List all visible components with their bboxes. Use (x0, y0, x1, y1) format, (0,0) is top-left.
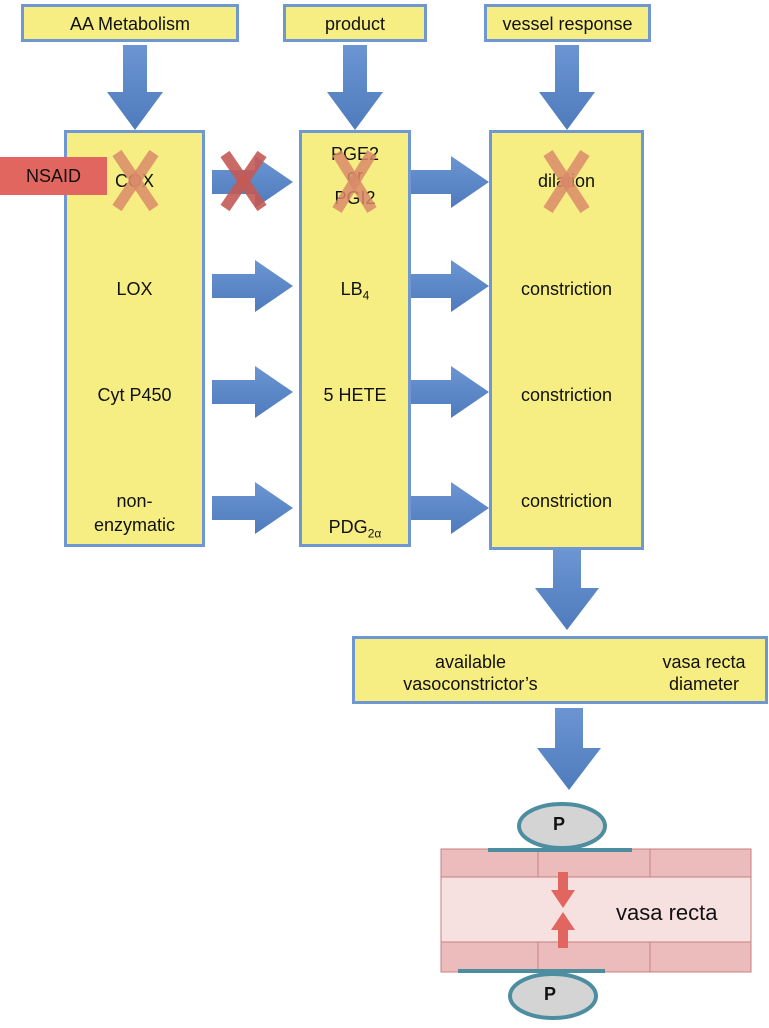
column-vessel-response: dilation constriction constriction const… (489, 130, 644, 550)
right-arrow-pge (411, 156, 489, 208)
header-vessel-response: vessel response (484, 4, 651, 42)
right-arrow-cox (212, 156, 293, 208)
compress-arrow-down (551, 872, 575, 908)
right-arrow-cyt (212, 366, 293, 418)
cross-icon-arrow (220, 150, 267, 212)
product-lb4: LB4 (302, 277, 408, 303)
nsaid-inhibitor-label: NSAID (0, 157, 107, 195)
enzyme-lox: LOX (116, 279, 153, 299)
vasa-recta-vessel (440, 848, 752, 973)
cross-icon-dilation (543, 150, 590, 213)
response-constriction-cyt: constriction (520, 385, 613, 405)
right-arrow-lb4 (411, 260, 489, 312)
down-arrow-product (327, 45, 383, 130)
product-lb4-main: LB (340, 279, 363, 299)
pressure-ellipse-bottom (508, 972, 598, 1020)
pressure-ellipse-top (517, 802, 607, 850)
product-pdg-main: PDG (328, 517, 368, 537)
pressure-label-top: P (553, 814, 566, 834)
enzyme-non-line1: non- (116, 491, 153, 511)
summary-vasa-recta-diameter: vasa recta diameter (662, 652, 746, 694)
right-arrow-pdg (411, 482, 489, 534)
down-arrow-metabolism (107, 45, 163, 130)
vasa-recta-label: vasa recta (616, 900, 718, 925)
right-arrow-lox (212, 260, 293, 312)
response-constriction-nonenz: constriction (520, 491, 613, 511)
right-arrow-hete (411, 366, 489, 418)
enzyme-non-line2: enzymatic (93, 515, 176, 535)
right-arrow-nonenz (212, 482, 293, 534)
pressure-label-bottom: P (544, 984, 557, 1004)
product-pdg2a: PDG2α (302, 515, 408, 541)
product-lb4-sub: 4 (362, 288, 370, 303)
cross-icon-pge (332, 150, 377, 213)
header-product: product (283, 4, 427, 42)
down-arrow-response (539, 45, 595, 130)
product-pdg-sub: 2α (367, 526, 382, 541)
enzyme-non-enzymatic: non- enzymatic (67, 489, 202, 537)
summary-available-vasoconstrictors: available vasoconstrictor’s (403, 652, 538, 694)
down-arrow-to-summary (535, 550, 599, 630)
column-metabolism: COX LOX Cyt P450 non- enzymatic (64, 130, 205, 547)
header-aa-metabolism: AA Metabolism (21, 4, 239, 42)
product-5-hete: 5 HETE (323, 385, 387, 405)
cross-icon-cox (112, 149, 159, 212)
compress-arrow-up (551, 912, 575, 948)
down-arrow-to-vessel (537, 708, 601, 790)
response-constriction-lox: constriction (520, 279, 613, 299)
enzyme-cyt-p450: Cyt P450 (97, 385, 172, 405)
summary-box: available vasoconstrictor’s vasa recta d… (352, 636, 768, 704)
